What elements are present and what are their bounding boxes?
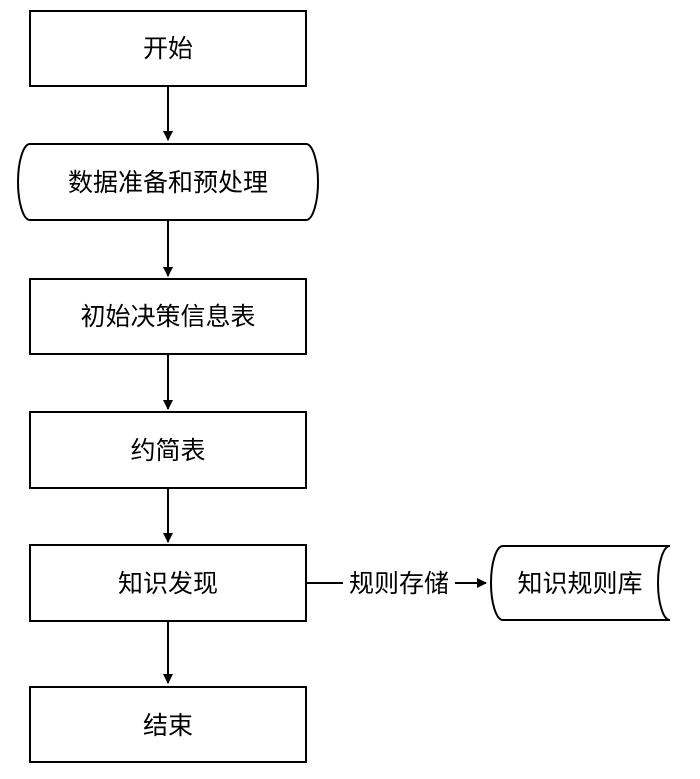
node-end-label: 结束 [143, 711, 193, 740]
node-reduced-table: 约简表 [29, 411, 307, 489]
node-initial-table-label: 初始决策信息表 [80, 302, 255, 331]
node-start-label: 开始 [143, 34, 193, 63]
node-reduced-table-label: 约简表 [130, 436, 205, 465]
node-rule-base-label: 知识规则库 [517, 569, 642, 598]
node-discovery-label: 知识发现 [118, 569, 218, 598]
node-start: 开始 [29, 10, 307, 87]
node-data-prep-label: 数据准备和预处理 [68, 168, 268, 197]
node-discovery: 知识发现 [29, 544, 307, 622]
node-data-prep: 数据准备和预处理 [17, 143, 319, 221]
node-initial-table: 初始决策信息表 [29, 278, 307, 355]
edge-store-label: 规则存储 [349, 569, 449, 598]
node-rule-base: 知识规则库 [490, 545, 671, 621]
node-end: 结束 [29, 686, 307, 763]
